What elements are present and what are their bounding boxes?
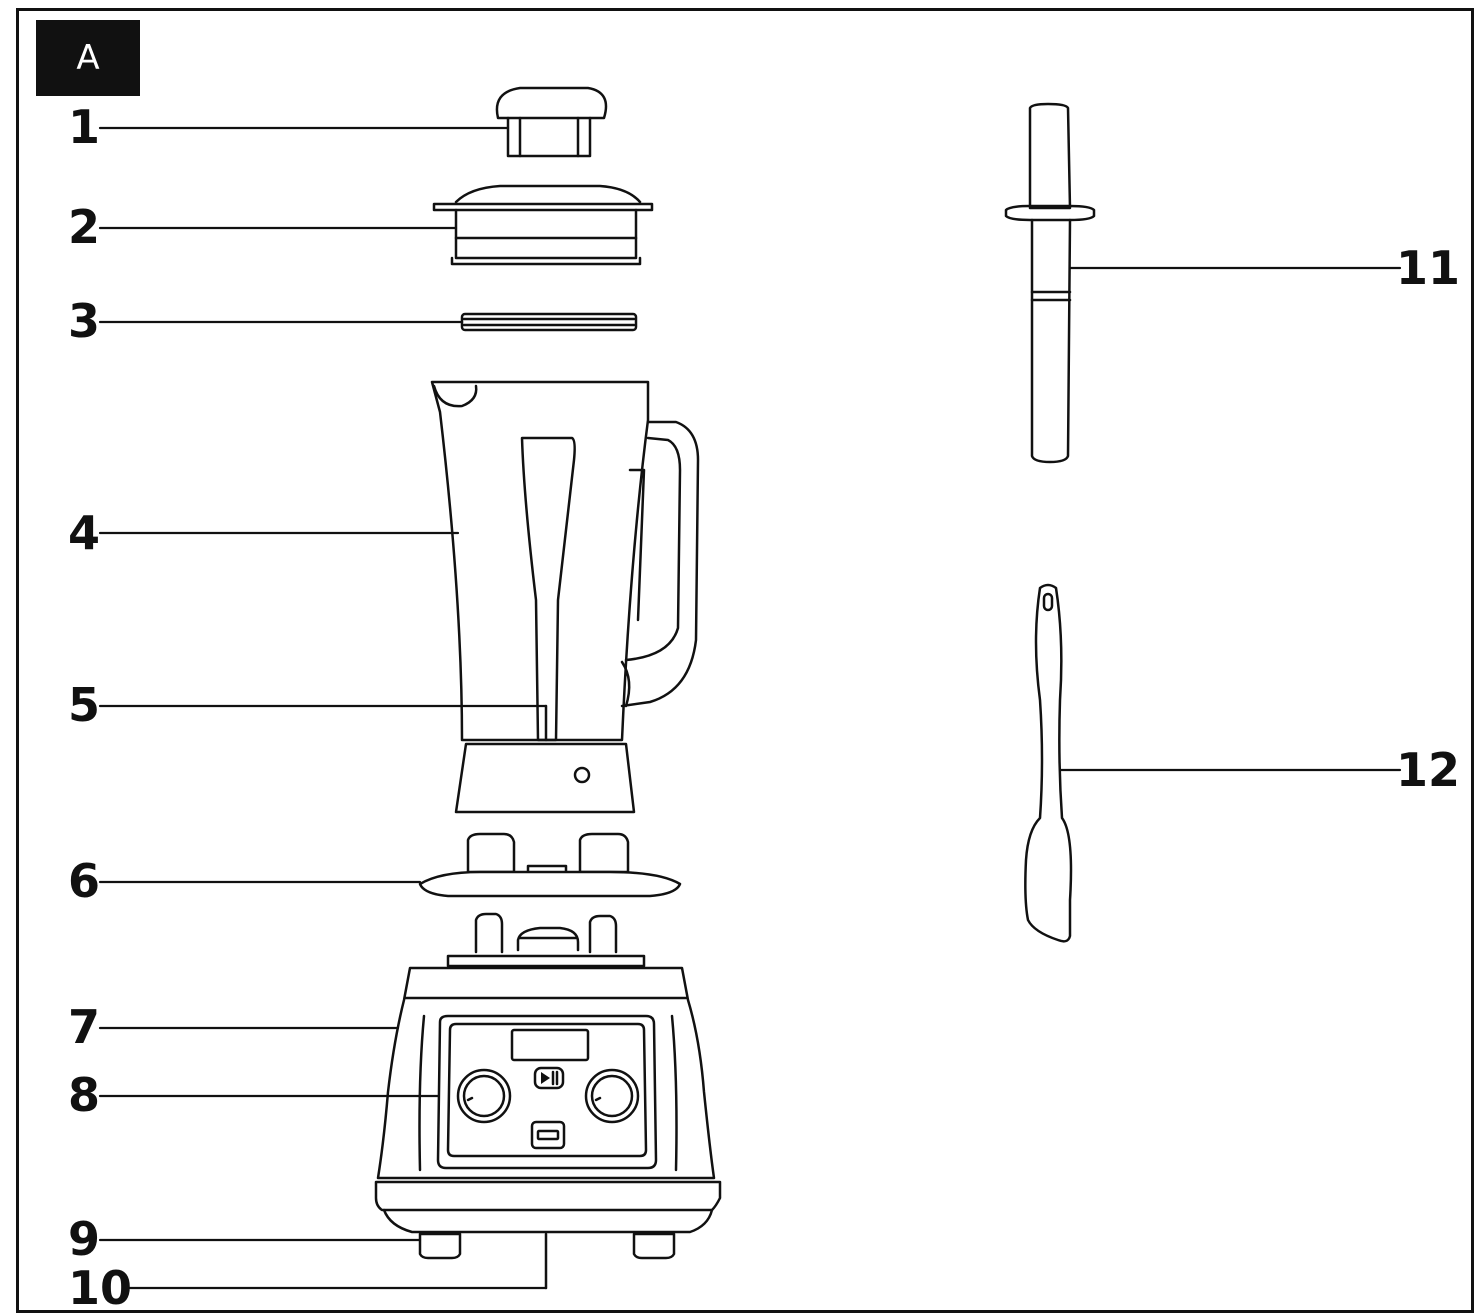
callout-1: 1: [68, 100, 101, 154]
part-lid: [432, 184, 654, 266]
callout-12: 12: [1396, 743, 1461, 797]
part-spatula: [1024, 583, 1073, 943]
figure-frame: [16, 8, 1474, 1313]
part-jug-base: [454, 704, 636, 814]
callout-6: 6: [68, 854, 101, 908]
part-blade-unit: [418, 832, 682, 898]
leader-lines: [98, 126, 1402, 1290]
callout-3: 3: [68, 294, 101, 348]
part-measuring-cap: [495, 86, 608, 158]
callout-9: 9: [68, 1212, 101, 1266]
callout-8: 8: [68, 1068, 101, 1122]
callout-11: 11: [1396, 241, 1461, 295]
figure-badge: A: [36, 20, 140, 96]
callout-7: 7: [68, 1000, 101, 1054]
part-motor-base: [374, 912, 722, 1290]
part-tamper: [1004, 102, 1096, 464]
part-jug: [430, 380, 700, 742]
callout-5: 5: [68, 678, 101, 732]
callout-10: 10: [68, 1261, 133, 1315]
callout-2: 2: [68, 200, 101, 254]
part-seal-ring: [460, 312, 638, 332]
callout-4: 4: [68, 506, 101, 560]
